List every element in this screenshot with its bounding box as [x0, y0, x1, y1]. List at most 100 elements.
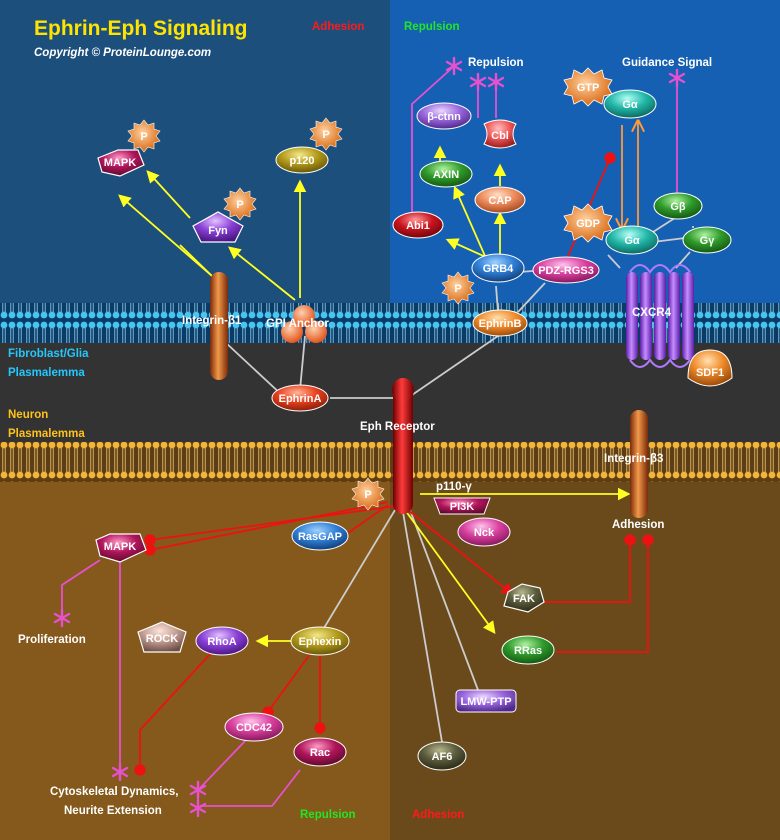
rasgap-node[interactable]: RasGAP: [291, 521, 349, 551]
rras-node[interactable]: RRas: [501, 635, 555, 665]
cap-node[interactable]: CAP: [474, 186, 526, 214]
cbl-node[interactable]: Cbl: [483, 119, 517, 149]
cap-label: CAP: [488, 195, 511, 207]
copyright-text: Copyright © ProteinLounge.com: [34, 47, 211, 59]
p-grb4: P: [441, 271, 475, 305]
p-grb4-label: P: [454, 283, 461, 295]
gpi-anchor-label: GPI Anchor: [266, 318, 329, 330]
p-p120: P: [309, 117, 343, 151]
gtp-node[interactable]: GTP: [563, 67, 613, 107]
galpha-label: Gα: [624, 235, 640, 247]
outcome-asterisks: [53, 56, 686, 818]
rhoa-node[interactable]: RhoA: [195, 626, 249, 656]
sdf1-node[interactable]: SDF1: [687, 349, 733, 387]
cdc42-node[interactable]: CDC42: [224, 712, 284, 742]
nck-label: Nck: [474, 527, 495, 539]
asterisk-cyto-2: [189, 780, 207, 800]
sdf1-label: SDF1: [696, 367, 724, 379]
neuron-label-line2: Plasmalemma: [8, 428, 85, 440]
cdc42-label: CDC42: [236, 722, 272, 734]
integrin-b3-label: Integrin-β3: [604, 453, 663, 465]
adhesion-mid-label: Adhesion: [612, 519, 664, 531]
cyto-label-line1: Cytoskeletal Dynamics,: [50, 786, 178, 798]
rac-node[interactable]: Rac: [293, 737, 347, 767]
region-adhesion-bottom: Adhesion: [412, 809, 464, 821]
grb4-node[interactable]: GRB4: [471, 253, 525, 283]
grb4-label: GRB4: [483, 263, 514, 275]
region-repulsion-top: Repulsion: [404, 21, 460, 33]
ephexin-label: Ephexin: [299, 636, 342, 648]
p110-label: p110-γ: [436, 481, 472, 493]
activation-lines: [118, 145, 631, 648]
connectors: [61, 67, 694, 807]
eph-receptor-label: Eph Receptor: [360, 421, 435, 433]
p-mapk-top-label: P: [140, 131, 147, 143]
mapk-top-node[interactable]: MAPK: [97, 149, 145, 177]
pi3k-label: PI3K: [450, 501, 475, 513]
asterisk-guidance: [668, 68, 686, 88]
outcome-lines: [61, 67, 678, 807]
lmw-ptp-node[interactable]: LMW-PTP: [455, 689, 517, 713]
abi1-label: Abi1: [406, 220, 430, 232]
region-repulsion-bottom: Repulsion: [300, 809, 356, 821]
rras-label: RRas: [514, 645, 542, 657]
galpha-node[interactable]: Gα: [605, 225, 659, 255]
rock-node[interactable]: ROCK: [137, 621, 187, 653]
integrin-b1-protein[interactable]: [210, 272, 228, 380]
pi3k-node[interactable]: PI3K: [433, 497, 491, 515]
fyn-label: Fyn: [208, 225, 228, 237]
proliferation-label: Proliferation: [18, 634, 86, 646]
integrin-b3-protein[interactable]: [630, 410, 648, 518]
p-eph-label: P: [364, 489, 371, 501]
galpha-top-node[interactable]: Gα: [603, 89, 657, 119]
asterisk-cyto-1: [111, 762, 129, 782]
eph-receptor-protein[interactable]: [392, 378, 414, 514]
abi1-node[interactable]: Abi1: [392, 211, 444, 239]
fak-label: FAK: [513, 593, 535, 605]
mapk-bottom-label: MAPK: [104, 541, 136, 553]
b-ctnn-node[interactable]: β-ctnn: [416, 102, 472, 130]
p-fyn: P: [223, 187, 257, 221]
repulsion-mid-label: Repulsion: [468, 57, 524, 69]
fyn-node[interactable]: Fyn: [192, 211, 244, 243]
ephrin-b-label: EphrinB: [479, 318, 522, 330]
cxcr4-protein[interactable]: [626, 264, 694, 368]
fak-node[interactable]: FAK: [503, 583, 545, 613]
cxcr4-label: CXCR4: [632, 307, 672, 319]
p120-label: p120: [289, 155, 314, 167]
region-adhesion-top: Adhesion: [312, 21, 364, 33]
p120-node[interactable]: p120: [275, 146, 329, 174]
mapk-bottom-node[interactable]: MAPK: [95, 533, 147, 563]
gbeta-node[interactable]: Gβ: [653, 192, 703, 220]
b-ctnn-label: β-ctnn: [427, 111, 461, 123]
rasgap-label: RasGAP: [298, 531, 342, 543]
cyto-label-line2: Neurite Extension: [64, 805, 162, 817]
extracellular-right-region: [390, 0, 780, 310]
asterisk-proliferation: [53, 608, 71, 628]
integrin-b1-label: Integrin-β1: [182, 315, 242, 327]
ggamma-node[interactable]: Gγ: [682, 226, 732, 254]
gpi-anchor-protein[interactable]: [281, 305, 327, 343]
cbl-label: Cbl: [491, 130, 509, 142]
neuron-membrane: [0, 442, 780, 482]
pdz-rgs3-node[interactable]: PDZ-RGS3: [532, 256, 600, 284]
p-p120-label: P: [322, 129, 329, 141]
p-mapk-top: P: [127, 119, 161, 153]
fibroblast-label-line1: Fibroblast/Glia: [8, 348, 89, 360]
ephrin-a-node[interactable]: EphrinA: [271, 384, 329, 412]
rac-label: Rac: [310, 747, 330, 759]
asterisk-repulsion-3: [487, 72, 505, 92]
rhoa-label: RhoA: [207, 636, 236, 648]
ephrin-b-node[interactable]: EphrinB: [472, 309, 528, 337]
af6-label: AF6: [432, 751, 453, 763]
ephexin-node[interactable]: Ephexin: [290, 626, 350, 656]
gtp-label: GTP: [577, 82, 600, 94]
af6-node[interactable]: AF6: [417, 741, 467, 771]
axin-node[interactable]: AXIN: [419, 160, 473, 188]
gdp-node[interactable]: GDP: [563, 203, 613, 243]
galpha-top-label: Gα: [622, 99, 638, 111]
asterisk-repulsion-2: [469, 72, 487, 92]
nck-node[interactable]: Nck: [457, 517, 511, 547]
